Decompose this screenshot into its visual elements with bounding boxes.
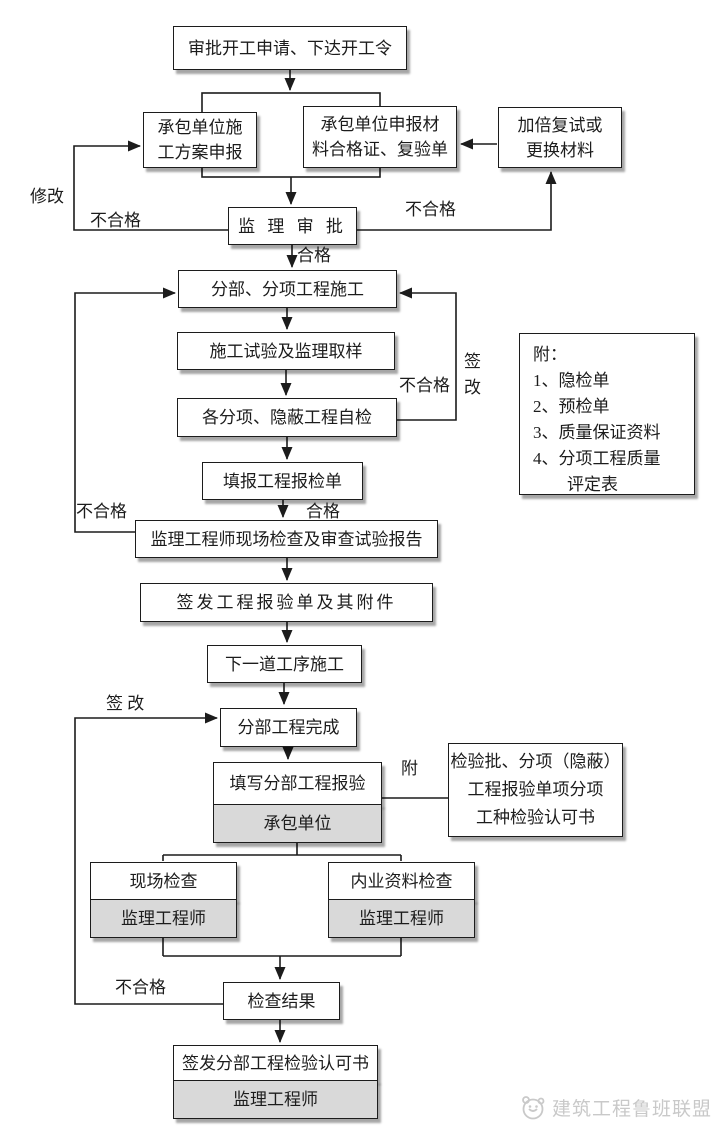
node-supervisor-review: 监 理 审 批 bbox=[228, 207, 357, 245]
node-site-check-review: 监理工程师现场检查及审查试验报告 bbox=[135, 520, 438, 558]
node-subitem-construction: 分部、分项工程施工 bbox=[178, 270, 397, 308]
label-fail-plan: 不合格 bbox=[90, 211, 141, 230]
node-issue-certificate: 签发分部工程检验认可书 bbox=[173, 1045, 378, 1081]
label-sign-change-right: 签 改 bbox=[464, 352, 481, 397]
label-fail-site-check: 不合格 bbox=[76, 502, 127, 521]
node-approve-start: 审批开工申请、下达开工令 bbox=[173, 26, 407, 70]
label-pass-form: 合格 bbox=[306, 502, 340, 521]
node-fill-inspection-form: 填报工程报检单 bbox=[202, 462, 363, 500]
node-issue-certificate-role: 监理工程师 bbox=[173, 1080, 378, 1119]
node-attachment-ref: 检验批、分项（隐蔽） 工程报验单项分项 工种检验认可书 bbox=[448, 743, 623, 837]
node-retest-replace: 加倍复试或 更换材料 bbox=[498, 107, 622, 168]
node-document-inspection-role: 监理工程师 bbox=[328, 899, 475, 938]
node-contractor-plan: 承包单位施 工方案申报 bbox=[143, 112, 257, 168]
label-pass-review: 合格 bbox=[297, 246, 331, 265]
watermark-text: 建筑工程鲁班联盟 bbox=[552, 1098, 713, 1120]
watermark: 建筑工程鲁班联盟 bbox=[518, 1092, 712, 1122]
label-attach: 附 bbox=[401, 759, 418, 778]
node-site-inspection-role: 监理工程师 bbox=[90, 899, 237, 938]
label-fail-result: 不合格 bbox=[115, 978, 166, 997]
watermark-logo bbox=[522, 1096, 545, 1120]
node-document-inspection: 内业资料检查 bbox=[328, 862, 475, 900]
node-division-report-role: 承包单位 bbox=[213, 804, 382, 843]
attachment-note-box: 附： 1、隐检单 2、预检单 3、质量保证资料 4、分项工程质量 评定表 bbox=[519, 333, 695, 495]
node-division-report: 填写分部工程报验 bbox=[213, 762, 382, 805]
label-modify: 修改 bbox=[30, 187, 64, 206]
node-test-sampling: 施工试验及监理取样 bbox=[177, 332, 395, 370]
node-check-result: 检查结果 bbox=[223, 982, 340, 1020]
label-sign-change-left: 签 改 bbox=[106, 694, 145, 713]
label-fail-self-check: 不合格 bbox=[399, 376, 450, 395]
node-site-inspection: 现场检查 bbox=[90, 862, 237, 900]
node-self-inspection: 各分项、隐蔽工程自检 bbox=[177, 398, 397, 437]
node-contractor-materials: 承包单位申报材 料合格证、复验单 bbox=[303, 106, 457, 168]
node-division-complete: 分部工程完成 bbox=[220, 708, 357, 747]
label-fail-material: 不合格 bbox=[405, 200, 456, 219]
node-next-process: 下一道工序施工 bbox=[207, 645, 362, 683]
node-issue-report-form: 签发工程报验单及其附件 bbox=[140, 583, 433, 622]
